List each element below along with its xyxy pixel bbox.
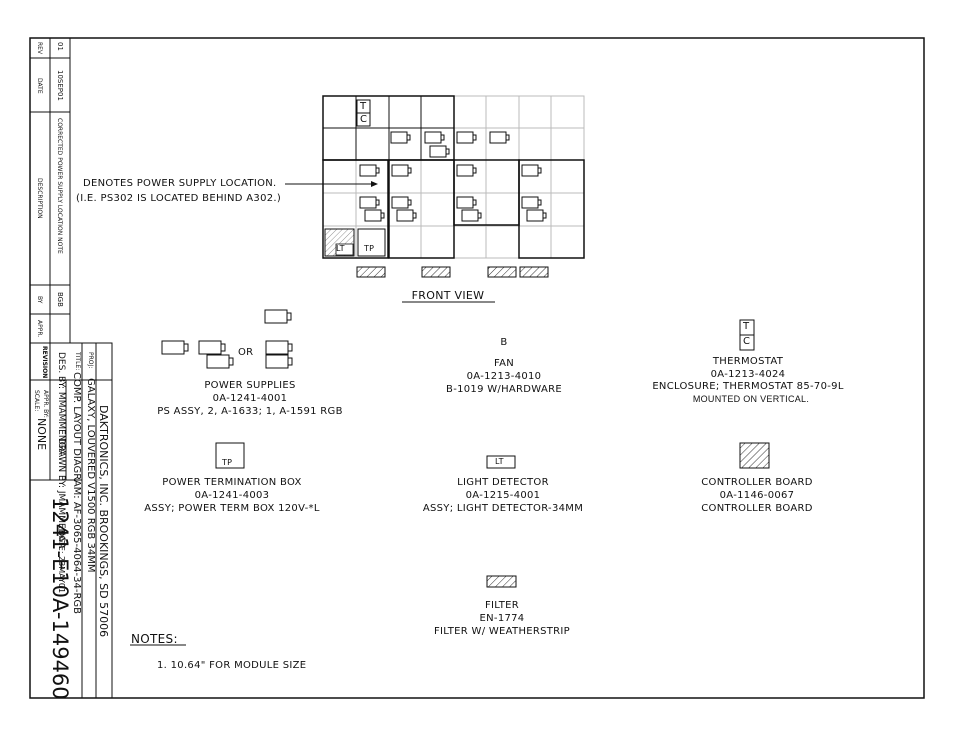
legend-lt-label: LT xyxy=(495,457,504,466)
description-header: DESCRIPTION xyxy=(36,178,43,219)
ps-location-note-line2: (I.E. PS302 IS LOCATED BEHIND A302.) xyxy=(76,193,282,204)
cb-legend-desc: CONTROLLER BOARD xyxy=(701,503,813,514)
rev-value: 01 xyxy=(56,42,64,51)
fan-symbol: B xyxy=(500,337,508,348)
proj-label: PROJ: xyxy=(87,352,94,369)
note-leader-arrow xyxy=(285,181,378,187)
drawing-title: COMP. LAYOUT DIAGRAM: AF-3065-4064-34-RG… xyxy=(71,372,82,615)
legend-tc-t: T xyxy=(743,321,750,332)
scale-label: SCALE: xyxy=(33,390,40,412)
ptb-legend-title: POWER TERMINATION BOX xyxy=(162,477,302,488)
ps-legend-desc: PS ASSY, 2, A-1633; 1, A-1591 RGB xyxy=(157,406,343,417)
sheet-border xyxy=(29,37,925,699)
note-item: 1. 10.64" FOR MODULE SIZE xyxy=(157,660,307,671)
company-name: DAKTRONICS, INC. BROOKINGS, SD 57006 xyxy=(97,405,110,638)
legend-controller-symbol xyxy=(739,442,770,469)
grid-lt-label: LT xyxy=(336,244,345,253)
thermostat-legend-mount: MOUNTED ON VERTICAL. xyxy=(692,394,810,404)
scale-value: NONE xyxy=(35,418,48,451)
fan-legend-part: 0A-1213-4010 xyxy=(466,371,542,382)
title-block xyxy=(29,342,113,699)
date-value: 10SEP01 xyxy=(56,70,64,101)
filter-legend-desc: FILTER W/ WEATHERSTRIP xyxy=(433,626,571,637)
appr-header: APPR. xyxy=(36,320,43,338)
filter-legend-part: EN-1774 xyxy=(479,613,525,624)
by-header: BY xyxy=(36,296,43,304)
thermostat-legend-part: 0A-1213-4024 xyxy=(710,369,786,380)
fan-legend-desc: B-1019 W/HARDWARE xyxy=(446,384,562,395)
ld-legend-title: LIGHT DETECTOR xyxy=(457,477,549,488)
description-value: CORRECTED POWER SUPPLY LOCATION NOTE xyxy=(56,118,63,254)
ps-or-label: OR xyxy=(238,347,254,358)
legend-thermostat-symbol xyxy=(739,319,755,351)
grid-tc-t: T xyxy=(360,101,367,112)
legend-power-supply-symbols xyxy=(161,309,293,369)
ld-legend-part: 0A-1215-4001 xyxy=(465,490,541,501)
cb-legend-title: CONTROLLER BOARD xyxy=(701,477,813,488)
grid-tc-c: C xyxy=(360,114,368,125)
drawing-number: 1241-E10A-149460 xyxy=(48,497,72,700)
fan-legend-title: FAN xyxy=(493,358,515,369)
thermostat-legend-title: THERMOSTAT xyxy=(712,356,784,367)
revision-label: REVISION xyxy=(41,346,48,379)
project-name: GALAXY, LOUVERED V1500 RGB 34MM xyxy=(85,378,96,573)
ps-legend-title: POWER SUPPLIES xyxy=(204,380,296,391)
rev-header: REV xyxy=(36,42,43,55)
thermostat-legend-desc: ENCLOSURE; THERMOSTAT 85-70-9L xyxy=(652,381,844,392)
front-view-label: FRONT VIEW xyxy=(411,289,485,302)
ps-location-note-line1: DENOTES POWER SUPPLY LOCATION. xyxy=(83,178,277,189)
ld-legend-desc: ASSY; LIGHT DETECTOR-34MM xyxy=(422,503,584,514)
legend-tp-symbol xyxy=(215,442,245,469)
legend-filter-symbol xyxy=(486,575,517,588)
legend-lt-symbol xyxy=(486,455,516,469)
grid-tp-label: TP xyxy=(364,244,375,253)
notes-title: NOTES: xyxy=(131,632,178,646)
ptb-legend-part: 0A-1241-4003 xyxy=(194,490,270,501)
cb-legend-part: 0A-1146-0067 xyxy=(719,490,795,501)
front-view-grid xyxy=(322,95,585,303)
ps-legend-part: 0A-1241-4001 xyxy=(212,393,288,404)
filter-legend-title: FILTER xyxy=(484,600,520,611)
date-header: DATE xyxy=(36,78,43,94)
by-value: BGB xyxy=(56,292,64,307)
legend-tp-label: TP xyxy=(222,458,233,467)
legend-tc-c: C xyxy=(743,336,751,347)
ptb-legend-desc: ASSY; POWER TERM BOX 120V-*L xyxy=(144,503,320,514)
title-label: TITLE: xyxy=(74,352,81,371)
appr-by-field: APPR. BY: xyxy=(42,390,49,418)
